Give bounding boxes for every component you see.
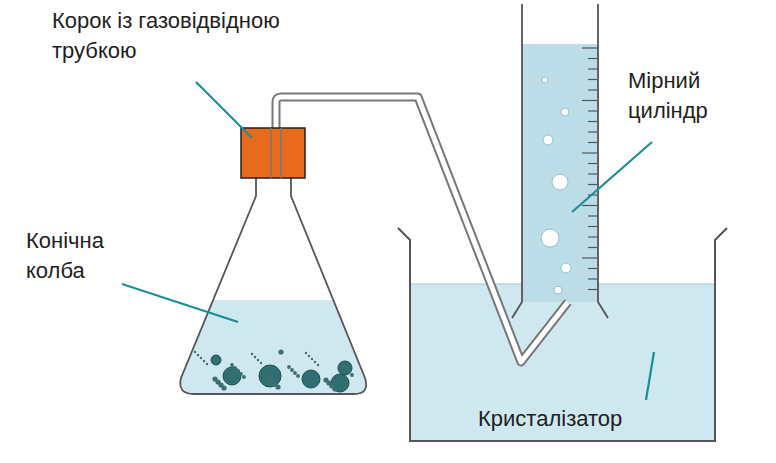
leader-lines	[122, 82, 654, 400]
crystallizer-label: Кристалізатор	[478, 404, 718, 434]
flask-label: Конічна колба	[26, 226, 136, 285]
tube-in-cork	[271, 128, 281, 178]
cylinder-label: Мірний циліндр	[628, 66, 758, 125]
cork-label: Корок із газовідвідною трубкою	[52, 6, 352, 65]
conical-flask	[170, 178, 380, 400]
measuring-cylinder	[512, 4, 608, 318]
